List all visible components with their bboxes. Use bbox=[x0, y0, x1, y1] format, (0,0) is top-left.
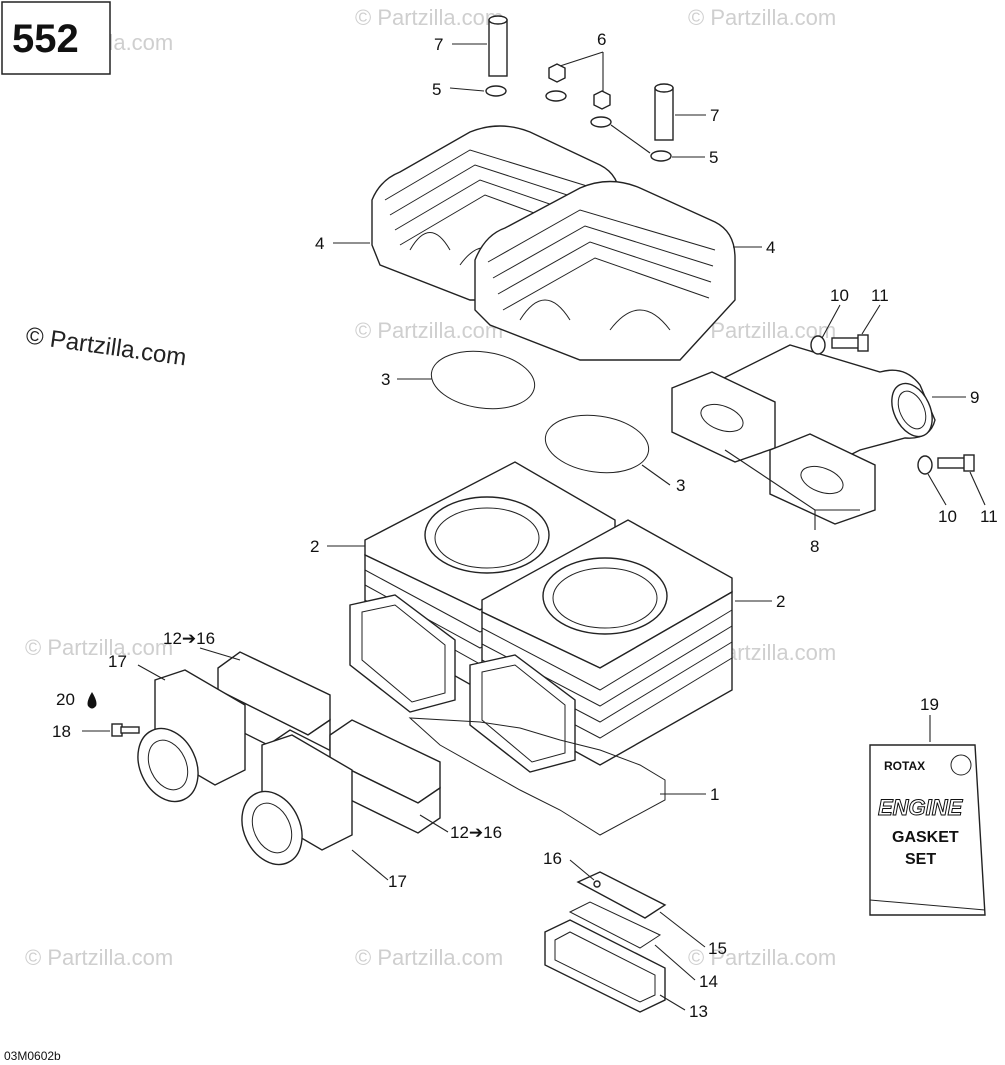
o-ring-lower bbox=[544, 414, 650, 474]
intake-port-left bbox=[349, 594, 456, 713]
callout-10: 10 bbox=[830, 286, 849, 305]
washer-10-lower bbox=[917, 455, 933, 475]
callout-17: 17 bbox=[108, 652, 127, 671]
exhaust-gasket-right bbox=[769, 433, 876, 525]
watermark: © Partzilla.com bbox=[25, 945, 173, 970]
callout-19: 19 bbox=[920, 695, 939, 714]
reed-stop-15 bbox=[576, 871, 667, 919]
callout-15: 15 bbox=[708, 939, 727, 958]
callout-5: 5 bbox=[432, 80, 441, 99]
callout-17: 17 bbox=[388, 872, 407, 891]
reed-valve-assembly-upper-right bbox=[329, 719, 441, 834]
callout-7: 7 bbox=[710, 106, 719, 125]
gasket-set-brand: ROTAX bbox=[884, 759, 925, 773]
bolt-11-lower bbox=[937, 454, 975, 472]
callout-12-16: 12➔16 bbox=[450, 823, 502, 842]
washer bbox=[545, 90, 567, 102]
callout-20: 20 bbox=[56, 690, 75, 709]
copyright-text: © Partzilla.com bbox=[24, 322, 188, 371]
intake-port-right bbox=[469, 654, 576, 773]
screw-16 bbox=[593, 880, 601, 888]
watermark: © Partzilla.com bbox=[355, 318, 503, 343]
washer-10-upper bbox=[810, 335, 826, 355]
spacer-right bbox=[654, 83, 674, 141]
callout-10: 10 bbox=[938, 507, 957, 526]
watermark: © Partzilla.com bbox=[355, 945, 503, 970]
gasket-set-line1: ENGINE bbox=[878, 795, 964, 820]
callout-12-16: 12➔16 bbox=[163, 629, 215, 648]
bolt-11-upper bbox=[831, 334, 869, 352]
callout-6: 6 bbox=[597, 30, 606, 49]
spacer-left bbox=[488, 15, 508, 77]
callout-4: 4 bbox=[766, 238, 775, 257]
gasket-set-line3: SET bbox=[905, 851, 936, 868]
cylinder-head-right bbox=[474, 180, 736, 361]
callout-4: 4 bbox=[315, 234, 324, 253]
page-number-box bbox=[1, 1, 111, 75]
callout-5: 5 bbox=[709, 148, 718, 167]
callout-8: 8 bbox=[810, 537, 819, 556]
nut-left bbox=[548, 63, 566, 83]
watermark: © Partzilla.com bbox=[688, 945, 836, 970]
washer bbox=[650, 150, 672, 162]
watermark: © Partzilla.com bbox=[25, 635, 173, 660]
callout-16: 16 bbox=[543, 849, 562, 868]
intake-manifold-right bbox=[241, 734, 353, 866]
leader-lines bbox=[82, 43, 986, 1011]
page-number: 552 bbox=[12, 17, 79, 61]
callout-3: 3 bbox=[381, 370, 390, 389]
gasket-set-box: ROTAX ENGINE GASKET SET bbox=[869, 744, 986, 916]
callout-11: 11 bbox=[871, 286, 889, 305]
watermarks: © Partzilla.com © Partzilla.com © Partzi… bbox=[25, 5, 836, 970]
callout-14: 14 bbox=[699, 972, 718, 991]
reed-block-13 bbox=[544, 919, 666, 1013]
callout-3: 3 bbox=[676, 476, 685, 495]
o-ring-upper bbox=[430, 350, 536, 410]
callout-9: 9 bbox=[970, 388, 979, 407]
watermark: © Partzilla.com bbox=[688, 5, 836, 30]
gasket-set-line2: GASKET bbox=[892, 829, 959, 846]
callout-2: 2 bbox=[310, 537, 319, 556]
oil-drop-icon bbox=[87, 692, 97, 709]
washer bbox=[485, 85, 507, 97]
intake-manifold-left bbox=[137, 669, 246, 803]
callout-1: 1 bbox=[710, 785, 719, 804]
callout-13: 13 bbox=[689, 1002, 708, 1021]
nut-right bbox=[593, 90, 611, 110]
cylinder-right bbox=[481, 519, 733, 766]
callout-7: 7 bbox=[434, 35, 443, 54]
callout-11: 11 bbox=[980, 507, 998, 526]
watermark: © Partzilla.com bbox=[355, 5, 503, 30]
drawing-code: 03M0602b bbox=[4, 1049, 61, 1063]
callout-labels: 7 5 6 7 5 4 4 3 3 2 2 1 10 11 9 10 11 8 … bbox=[52, 30, 998, 1021]
base-gasket bbox=[408, 717, 666, 836]
callout-2: 2 bbox=[776, 592, 785, 611]
callout-18: 18 bbox=[52, 722, 71, 741]
washer bbox=[590, 116, 612, 128]
bolt-18 bbox=[111, 723, 140, 737]
reed-petal-14 bbox=[568, 901, 662, 949]
